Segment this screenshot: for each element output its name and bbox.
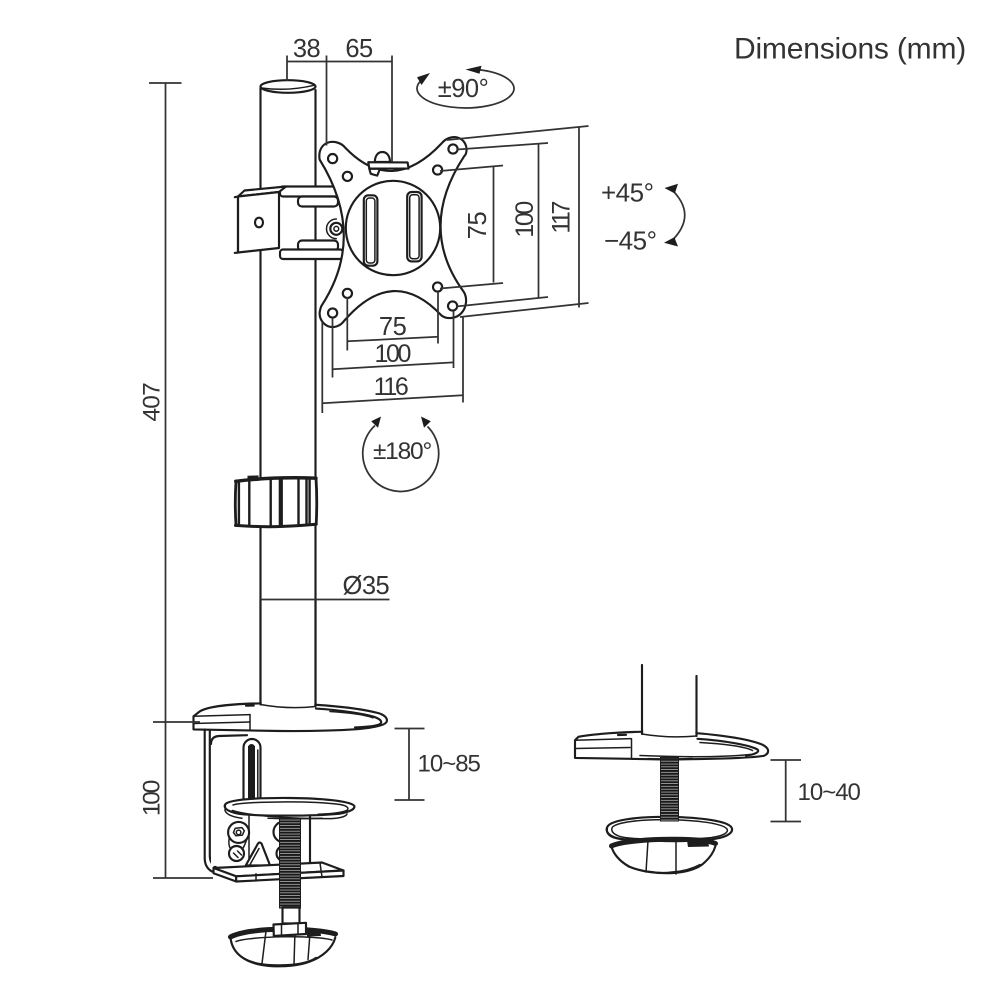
svg-text:116: 116: [374, 373, 408, 401]
svg-text:Ø35: Ø35: [343, 572, 390, 600]
svg-text:±90°: ±90°: [438, 75, 489, 103]
svg-text:−45°: −45°: [604, 226, 657, 256]
svg-text:100: 100: [511, 202, 539, 238]
svg-text:407: 407: [139, 383, 166, 422]
svg-text:10~40: 10~40: [798, 779, 861, 806]
svg-text:10~85: 10~85: [418, 751, 481, 778]
svg-text:±180°: ±180°: [373, 438, 432, 465]
svg-text:38: 38: [293, 35, 321, 63]
svg-text:75: 75: [464, 212, 492, 240]
svg-text:65: 65: [345, 35, 373, 63]
svg-text:117: 117: [547, 201, 575, 233]
svg-text:100: 100: [139, 780, 166, 816]
svg-text:100: 100: [374, 340, 410, 368]
svg-text:+45°: +45°: [601, 178, 654, 208]
svg-text:Dimensions (mm): Dimensions (mm): [734, 33, 966, 66]
svg-text:75: 75: [379, 313, 407, 341]
